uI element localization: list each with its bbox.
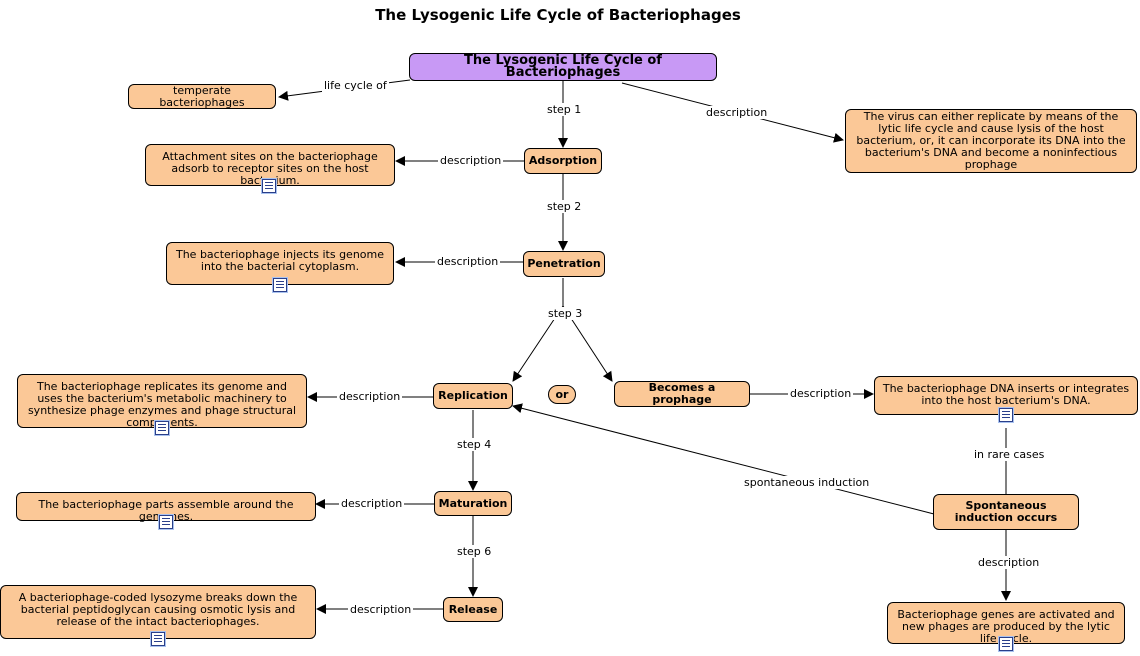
induction-description-node[interactable]: Bacteriophage genes are activated and ne… (887, 602, 1125, 645)
document-icon[interactable] (262, 179, 276, 193)
release-node[interactable]: Release (443, 597, 503, 622)
penetration-description-node[interactable]: The bacteriophage injects its genome int… (166, 242, 394, 285)
spontaneous-induction-node[interactable]: Spontaneous induction occurs (933, 494, 1079, 530)
penetration-node[interactable]: Penetration (523, 251, 605, 277)
link-label-description: description (348, 603, 414, 616)
link-label-description: description (788, 387, 854, 400)
document-icon[interactable] (999, 408, 1013, 422)
root-concept[interactable]: The Lysogenic Life Cycle of Bacteriophag… (409, 53, 717, 81)
temperate-bacteriophages-node[interactable]: temperate bacteriophages (128, 84, 276, 109)
link-label-step-4: step 4 (455, 438, 494, 451)
adsorption-node[interactable]: Adsorption (524, 148, 602, 174)
link-label-spontaneous-induction: spontaneous induction (742, 476, 872, 489)
or-connector-node[interactable]: or (548, 385, 576, 404)
document-icon[interactable] (159, 515, 173, 529)
link-label-description: description (438, 154, 504, 167)
replication-node[interactable]: Replication (433, 383, 513, 409)
link-label-description: description (704, 106, 770, 119)
link-label-step-6: step 6 (455, 545, 494, 558)
link-label-description: description (339, 497, 405, 510)
release-description-node[interactable]: A bacteriophage-coded lysozyme breaks do… (0, 585, 316, 639)
link-label-description: description (337, 390, 403, 403)
document-icon[interactable] (155, 421, 169, 435)
document-icon[interactable] (151, 632, 165, 646)
link-label-step-2: step 2 (545, 200, 584, 213)
link-label-in-rare-cases: in rare cases (972, 448, 1047, 461)
maturation-node[interactable]: Maturation (434, 491, 512, 516)
link-label-description: description (976, 556, 1042, 569)
link-label-life-cycle-of: life cycle of (322, 79, 389, 92)
overview-description-node[interactable]: The virus can either replicate by means … (845, 109, 1137, 173)
document-icon[interactable] (273, 278, 287, 292)
link-label-step-1: step 1 (545, 103, 584, 116)
link-label-step-3: step 3 (546, 307, 585, 320)
adsorption-description-node[interactable]: Attachment sites on the bacteriophage ad… (145, 144, 395, 187)
document-icon[interactable] (999, 637, 1013, 651)
replication-description-node[interactable]: The bacteriophage replicates its genome … (17, 374, 307, 429)
page-title: The Lysogenic Life Cycle of Bacteriophag… (375, 6, 741, 24)
link-label-description: description (435, 255, 501, 268)
becomes-prophage-node[interactable]: Becomes a prophage (614, 381, 750, 407)
